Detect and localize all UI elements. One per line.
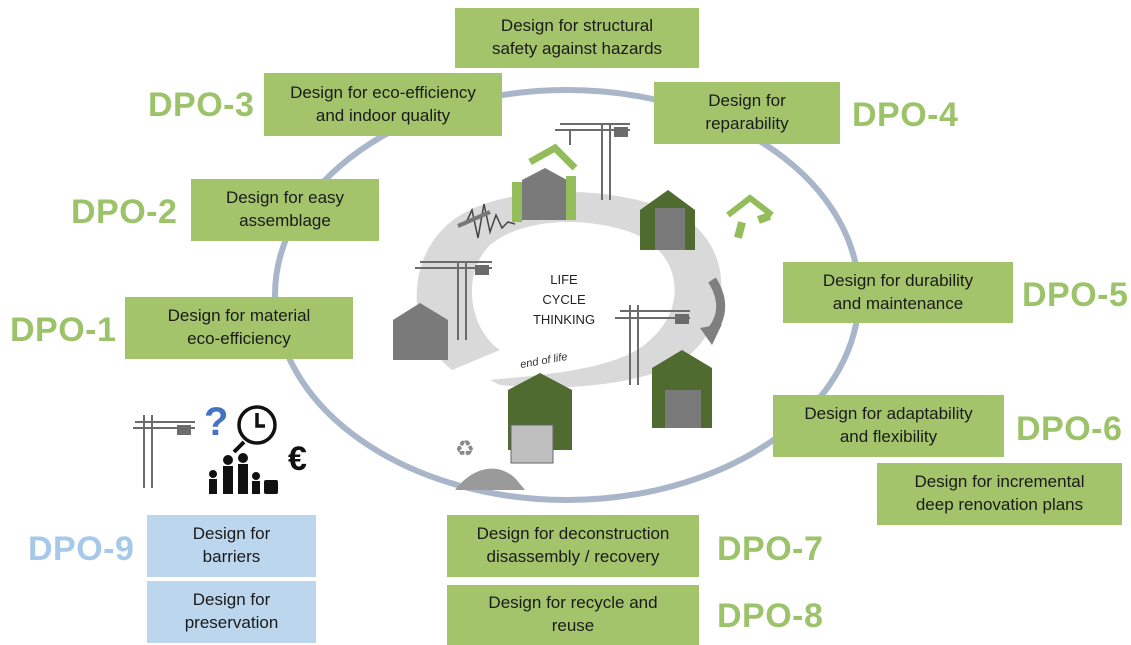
label-dpo-7: DPO-7 xyxy=(717,530,824,568)
seismic-icon xyxy=(457,203,516,239)
objective-dpo-7: Design for deconstruction disassembly / … xyxy=(447,515,699,577)
label-dpo-3: DPO-3 xyxy=(148,86,255,124)
label-dpo-9: DPO-9 xyxy=(28,530,135,568)
building-icon xyxy=(508,373,572,464)
objective-dpo-4: Design for reparability xyxy=(654,82,840,144)
objective-dpo-3: Design for eco-efficiency and indoor qua… xyxy=(264,73,502,136)
objective-dpo-1: Design for material eco-efficiency xyxy=(125,297,353,359)
building-icon xyxy=(652,350,712,428)
label-dpo-4: DPO-4 xyxy=(852,96,959,134)
crane-icon xyxy=(615,305,690,385)
question-icon: ? xyxy=(204,400,229,444)
crane-icon xyxy=(133,415,195,488)
clock-icon xyxy=(232,405,277,454)
cycle-arrow xyxy=(700,277,726,345)
label-dpo-6: DPO-6 xyxy=(1016,410,1123,448)
building-icon xyxy=(393,303,448,360)
objective-dpo-9: Design for barriers xyxy=(147,515,316,577)
objective-incremental-renovation: Design for incremental deep renovation p… xyxy=(877,463,1122,525)
objective-preservation: Design for preservation xyxy=(147,581,316,643)
label-dpo-8: DPO-8 xyxy=(717,597,824,635)
objective-dpo-5: Design for durability and maintenance xyxy=(783,262,1013,323)
life-cycle-donut xyxy=(416,191,722,388)
euro-icon: € xyxy=(288,440,307,478)
center-title: LIFE CYCLE THINKING xyxy=(532,272,596,328)
building-icon xyxy=(640,190,695,250)
objective-dpo-6: Design for adaptability and flexibility xyxy=(773,395,1004,457)
objective-dpo-2: Design for easy assemblage xyxy=(191,179,379,241)
objective-structural-safety: Design for structural safety against haz… xyxy=(455,8,699,68)
label-dpo-5: DPO-5 xyxy=(1022,276,1129,314)
family-icon xyxy=(209,453,278,494)
label-dpo-2: DPO-2 xyxy=(71,193,178,231)
recycle-icon: ♻ xyxy=(455,437,525,490)
crane-icon xyxy=(555,123,630,200)
objective-dpo-8: Design for recycle and reuse xyxy=(447,585,699,645)
crane-icon xyxy=(415,261,492,340)
svg-text:♻: ♻ xyxy=(455,437,475,462)
label-dpo-1: DPO-1 xyxy=(10,311,117,349)
building-icon xyxy=(512,168,576,222)
